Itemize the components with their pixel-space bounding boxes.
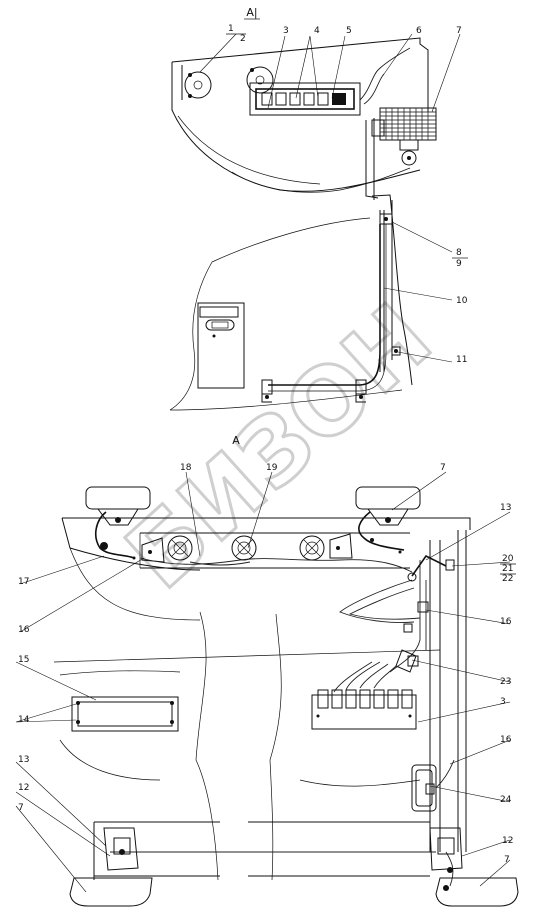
switch-block-a [311, 689, 417, 730]
view-a1-cab-lower [169, 194, 413, 411]
tail-lamp-right [429, 827, 519, 907]
callout-16-right: 16 [500, 617, 512, 627]
beacon-left [167, 535, 193, 561]
callout-10: 10 [456, 296, 468, 306]
callout-13-top: 13 [500, 503, 511, 513]
view-a1-title: А| [246, 6, 257, 19]
callout-4: 4 [314, 26, 320, 36]
callout-11: 11 [456, 355, 467, 365]
callout-7-top: 7 [440, 463, 446, 473]
side-lamp [411, 759, 455, 812]
work-lamp-left [85, 486, 151, 526]
callout-12-left: 12 [18, 783, 29, 793]
callout-22: 22 [502, 574, 513, 584]
callout-3: 3 [283, 26, 289, 36]
callout-6: 6 [416, 26, 422, 36]
callout-7-right: 7 [504, 855, 510, 865]
callout-16-left: 16 [18, 625, 30, 635]
callout-17: 17 [18, 577, 29, 587]
callout-20: 20 [502, 554, 514, 564]
callout-21: 21 [502, 564, 513, 574]
tail-lamp-left [69, 827, 153, 907]
callout-5: 5 [346, 26, 352, 36]
callout-7: 7 [456, 26, 462, 36]
work-lamp-right [355, 486, 421, 526]
beacon-right [299, 535, 325, 561]
view-a-cab-rear [53, 486, 519, 907]
callout-18: 18 [180, 463, 192, 473]
nameplate [71, 696, 179, 732]
callout-9: 9 [456, 259, 462, 269]
callouts-a: 18 19 7 13 20 21 22 17 16 16 15 14 23 3 … [18, 463, 516, 865]
callout-2: 2 [240, 34, 246, 44]
callout-16-lower: 16 [500, 735, 512, 745]
callouts-a1: 1 2 3 4 5 6 7 8 9 10 11 [226, 24, 468, 365]
callout-3-a: 3 [500, 697, 506, 707]
watermark-text: БИЗОН [107, 284, 452, 610]
callout-15: 15 [18, 655, 29, 665]
callout-7-left: 7 [18, 803, 24, 813]
callout-19: 19 [266, 463, 278, 473]
callout-23: 23 [500, 677, 511, 687]
leader-lines [15, 33, 511, 893]
watermark: БИЗОН [105, 282, 453, 611]
callout-12-right: 12 [502, 836, 513, 846]
switch-block-a1 [261, 92, 346, 106]
view-a-title: А [232, 434, 240, 447]
callout-14: 14 [18, 715, 30, 725]
callout-13-bottom: 13 [18, 755, 29, 765]
callout-1: 1 [228, 24, 234, 34]
rear-lamp-grille [379, 107, 437, 141]
callout-24: 24 [500, 795, 512, 805]
view-a1-cab-side [171, 37, 437, 200]
callout-8: 8 [456, 248, 462, 258]
